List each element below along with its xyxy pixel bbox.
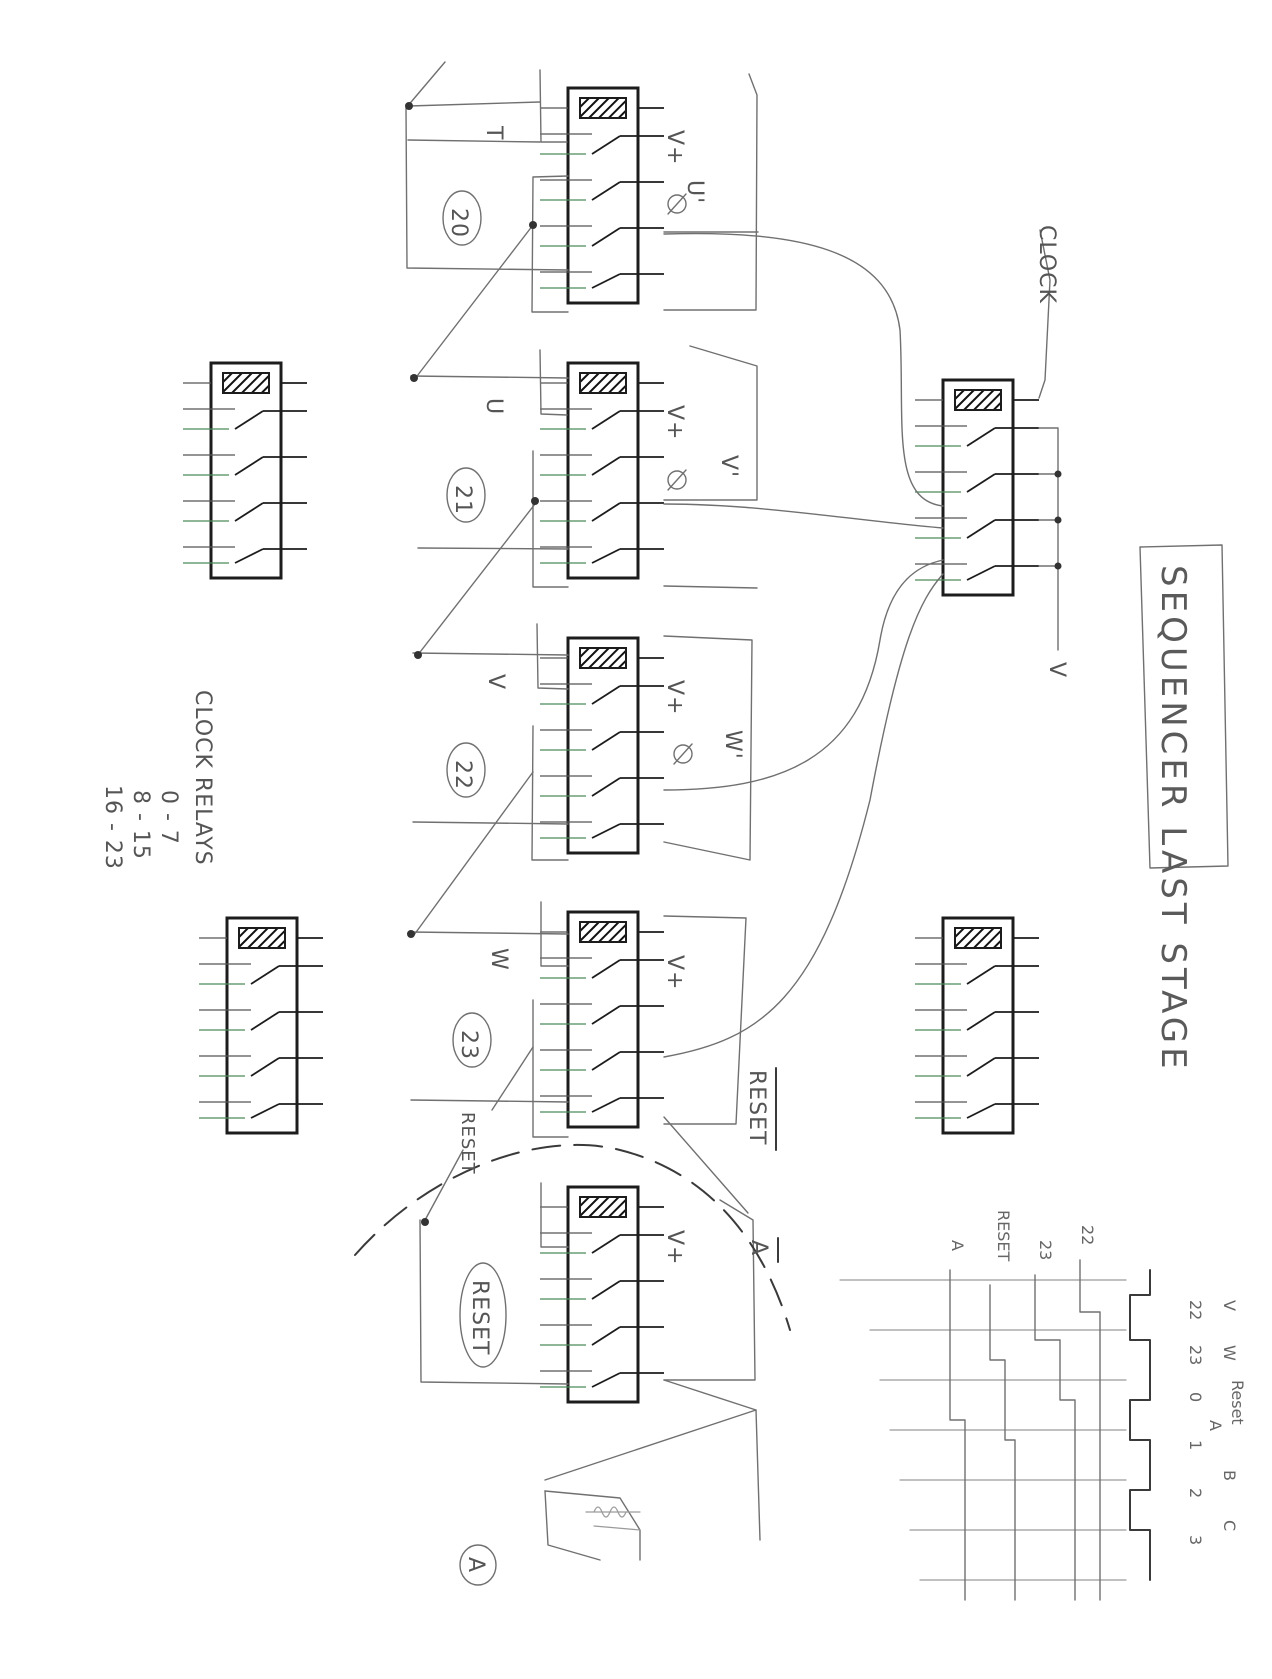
timing-col-bottom-1: 23 <box>1186 1345 1205 1365</box>
timing-col-top-4: B <box>1220 1470 1239 1481</box>
timing-row-23: 23 <box>1036 1240 1055 1260</box>
stage-outlines <box>405 61 759 1385</box>
relay-21 <box>538 361 666 580</box>
stage-id-a: A <box>463 1557 488 1573</box>
label-u-prime: U' <box>682 180 707 204</box>
label-clock: CLOCK <box>1034 225 1059 304</box>
timing-col-bottom-2: 0 <box>1186 1392 1205 1402</box>
label-v-prime: V' <box>716 455 741 478</box>
label-v-plus-reset: V+ <box>662 1230 687 1265</box>
timing-col-bottom-0: 22 <box>1186 1300 1205 1320</box>
relay-right-bottom <box>913 916 1041 1135</box>
label-v-supply: V <box>1044 662 1069 678</box>
timing-col-bottom-3: 1 <box>1186 1440 1205 1450</box>
label-v-plus-23: V+ <box>662 955 687 990</box>
relay-left-top <box>181 361 309 580</box>
relay-23 <box>538 910 666 1129</box>
label-v-plus-22: V+ <box>662 680 687 715</box>
junction-dots <box>405 102 539 1226</box>
clock-wiring <box>663 229 1062 1058</box>
title-block: SEQUENCER LAST STAGE <box>1139 544 1229 1073</box>
label-a-bar: A <box>746 1240 771 1256</box>
label-w: W <box>486 948 511 971</box>
timing-row-22: 22 <box>1078 1225 1097 1245</box>
label-t: T <box>481 125 506 140</box>
timing-col-top-2: Reset <box>1228 1380 1247 1425</box>
timing-col-top-5: C <box>1220 1520 1239 1531</box>
cross-wiring <box>407 101 761 1561</box>
label-v-plus-20: V+ <box>662 130 687 165</box>
clock-relays-note: CLOCK RELAYS 0 - 7 8 - 15 16 - 23 <box>100 690 215 870</box>
relay-reset <box>538 1185 666 1404</box>
timing-row-a: A <box>948 1240 967 1251</box>
relay-20 <box>538 86 666 305</box>
signal-labels: T V+ U' U V+ V' V V+ W' W V+ V+ RESET RE… <box>457 125 1069 1265</box>
clock-relays-range-0: 0 - 7 <box>156 790 181 845</box>
clock-relays-range-2: 16 - 23 <box>100 785 125 870</box>
lamp-symbols <box>667 193 693 765</box>
stage-id-reset: RESET <box>467 1280 492 1356</box>
timing-col-top-3: A <box>1206 1420 1225 1431</box>
timing-diagram: 22 23 RESET A V W Reset A B C 22 23 0 1 … <box>839 1210 1247 1601</box>
stage-id-20: 20 <box>446 208 471 238</box>
stage-id-22: 22 <box>450 760 475 790</box>
stage-id-21: 21 <box>450 485 475 515</box>
title: SEQUENCER LAST STAGE <box>1153 565 1193 1073</box>
timing-row-reset: RESET <box>994 1210 1013 1261</box>
clock-relays-range-1: 8 - 15 <box>128 790 153 860</box>
label-v: V <box>483 674 508 690</box>
stage-ids: 20 21 22 23 RESET A <box>442 190 507 1586</box>
label-u: U <box>481 398 506 415</box>
timing-col-top-1: W <box>1220 1345 1239 1361</box>
clock-relays-heading: CLOCK RELAYS <box>190 690 215 866</box>
timing-col-top-0: V <box>1220 1300 1239 1311</box>
stage-id-23: 23 <box>456 1030 481 1060</box>
label-reset: RESET <box>457 1112 478 1175</box>
relay-22 <box>538 636 666 855</box>
timing-col-bottom-5: 3 <box>1186 1535 1205 1545</box>
label-w-prime: W' <box>720 730 745 760</box>
relay-left-bottom <box>197 916 325 1135</box>
timing-col-bottom-4: 2 <box>1186 1488 1205 1498</box>
dashed-boundary <box>354 1143 791 1331</box>
label-v-plus-21: V+ <box>662 405 687 440</box>
label-reset-bar: RESET <box>744 1070 769 1146</box>
